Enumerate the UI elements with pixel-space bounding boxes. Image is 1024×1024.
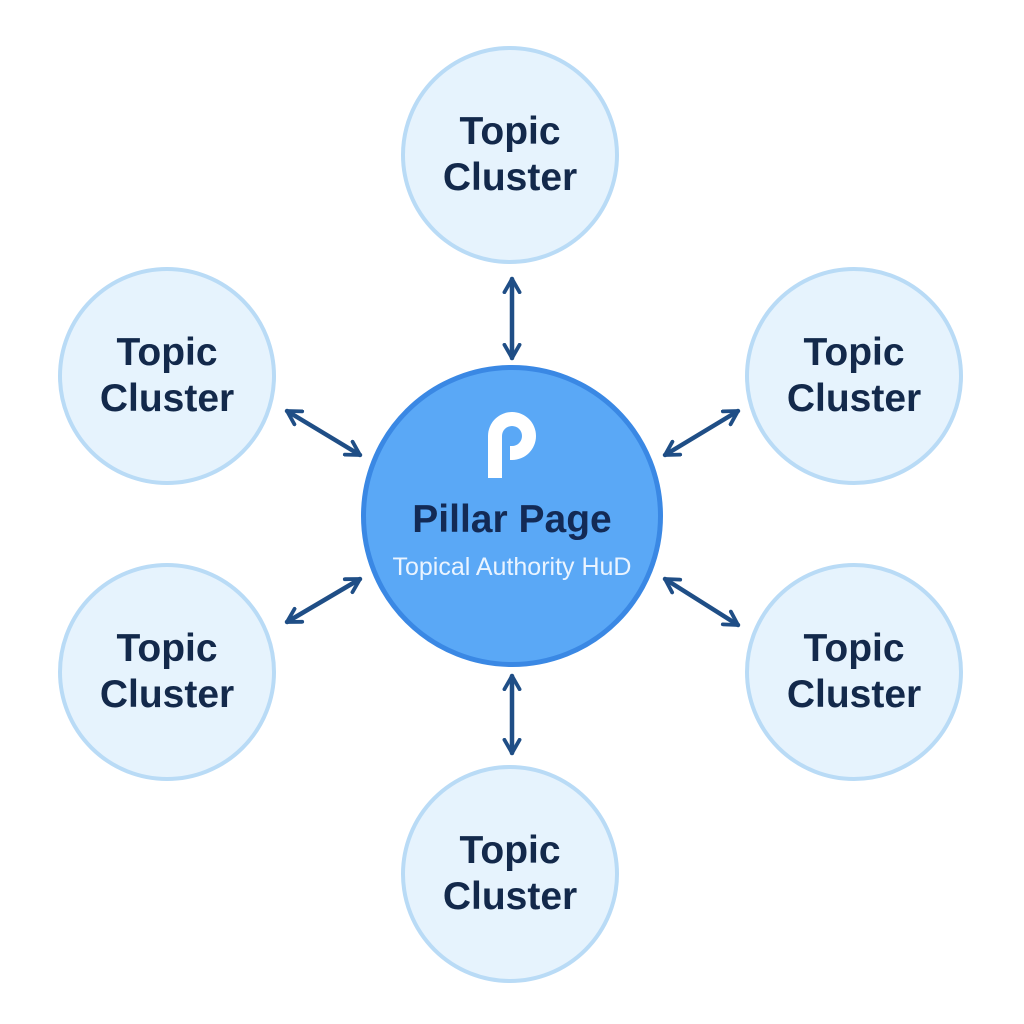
pillar-subtitle: Topical Authority HuD xyxy=(392,553,632,581)
topic-cluster-bottom: Topic Cluster xyxy=(401,765,619,983)
cluster-label-line2: Cluster xyxy=(99,377,235,420)
topic-cluster-right-lower: Topic Cluster xyxy=(745,563,963,781)
arrow-right-lower xyxy=(662,576,741,628)
cluster-label-line1: Topic xyxy=(116,627,218,670)
cluster-label-line2: Cluster xyxy=(442,156,578,199)
topic-cluster-left-upper: Topic Cluster xyxy=(58,267,276,485)
cluster-label-line2: Cluster xyxy=(99,673,235,716)
arrow-right-upper xyxy=(662,408,741,458)
cluster-label-line1: Topic xyxy=(803,627,905,670)
cluster-label-line2: Cluster xyxy=(786,377,922,420)
cluster-label-line1: Topic xyxy=(116,331,218,374)
pillar-page-node: Pillar Page Topical Authority HuD xyxy=(361,365,663,667)
cluster-label-line1: Topic xyxy=(803,331,905,374)
pillar-title: Pillar Page xyxy=(412,498,612,541)
cluster-label-line2: Cluster xyxy=(442,875,578,918)
topic-cluster-left-lower: Topic Cluster xyxy=(58,563,276,781)
cluster-label-line1: Topic xyxy=(459,829,561,872)
arrow-left-lower xyxy=(284,576,363,625)
topic-cluster-top: Topic Cluster xyxy=(401,46,619,264)
cluster-label-line2: Cluster xyxy=(786,673,922,716)
cluster-label-line1: Topic xyxy=(459,110,561,153)
arrow-left-upper xyxy=(284,408,363,458)
topic-cluster-right-upper: Topic Cluster xyxy=(745,267,963,485)
pillar-logo-icon xyxy=(488,412,536,478)
